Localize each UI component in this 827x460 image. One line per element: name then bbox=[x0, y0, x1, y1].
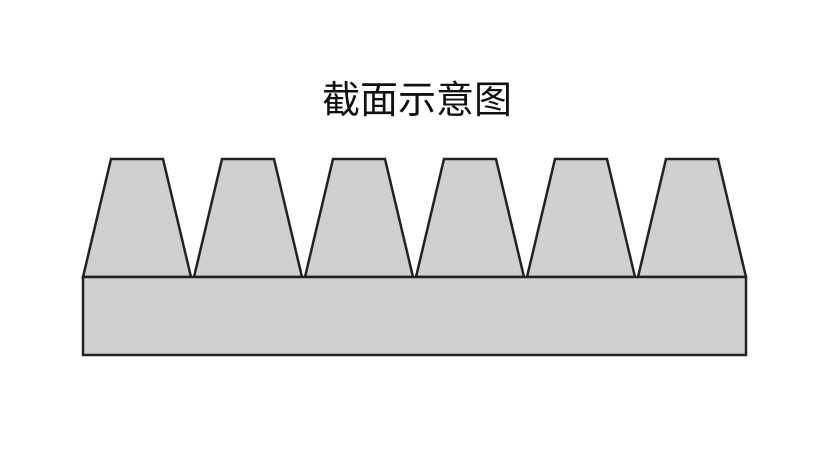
diagram-title: 截面示意图 bbox=[321, 78, 512, 122]
trapezoid-tooth-4 bbox=[414, 157, 526, 279]
trapezoid-teeth-group bbox=[81, 157, 748, 279]
trapezoid-tooth-5 bbox=[525, 157, 637, 279]
trapezoid-tooth-1 bbox=[81, 157, 193, 279]
trapezoid-tooth-2 bbox=[192, 157, 304, 279]
trapezoid-tooth-6 bbox=[636, 157, 748, 279]
base-slab bbox=[81, 275, 748, 357]
trapezoid-tooth-3 bbox=[303, 157, 415, 279]
